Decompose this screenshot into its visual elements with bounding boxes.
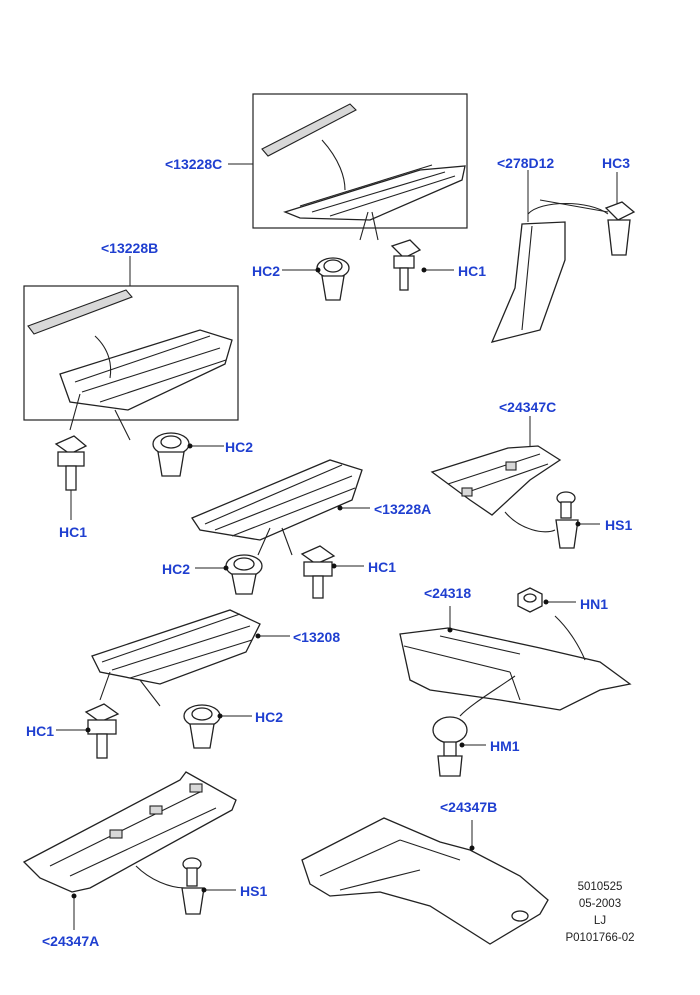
callout-hc1-low: HC1 — [26, 723, 55, 739]
callout-hc1-mid: HC1 — [368, 559, 397, 575]
sill-plate-13208 — [91, 609, 261, 685]
callout-hm1: HM1 — [490, 738, 520, 754]
callout-13228a: <13228A — [374, 501, 432, 517]
callout-24347b: <24347B — [440, 799, 498, 815]
reference-date: 05-2003 — [578, 898, 622, 910]
callout-hc1-left: HC1 — [59, 524, 88, 540]
reference-number: 5010525 — [577, 881, 623, 893]
bracket-24347c — [430, 445, 562, 516]
callout-278d12: <278D12 — [497, 155, 555, 171]
reference-drawing-id: P0101766-02 — [565, 932, 635, 944]
callout-hc2-top: HC2 — [252, 263, 281, 279]
inset-box-13228c — [252, 93, 468, 229]
clip-hc3 — [604, 201, 636, 256]
inset-box-13228b — [23, 285, 239, 421]
clip-hc1-top — [390, 239, 422, 291]
callout-hs1-right: HS1 — [605, 517, 633, 533]
clip-hc2-mid — [225, 554, 263, 595]
clip-hc1-left — [54, 435, 88, 491]
sill-plate-13228c — [261, 103, 466, 221]
callout-hc1-top: HC1 — [458, 263, 487, 279]
callout-hc3: HC3 — [602, 155, 631, 171]
callout-13228b: <13228B — [101, 240, 159, 256]
callout-hc2-left: HC2 — [225, 439, 254, 455]
callout-hc2-mid: HC2 — [162, 561, 191, 577]
clip-hc2-left — [152, 432, 190, 477]
panel-24347b — [301, 817, 549, 945]
callout-hs1-bottom: HS1 — [240, 883, 268, 899]
callout-hc2-low: HC2 — [255, 709, 284, 725]
callout-hn1: HN1 — [580, 596, 609, 612]
callout-24347c: <24347C — [499, 399, 557, 415]
panel-24318 — [399, 615, 632, 711]
screw-hs1-right — [555, 491, 579, 549]
clip-hc1-low — [84, 703, 120, 759]
callout-24318: <24318 — [424, 585, 472, 601]
pillar-trim-278d12 — [490, 199, 609, 343]
clip-hc1-mid — [300, 545, 336, 599]
sill-plate-13228b — [27, 289, 233, 411]
callout-13208: <13208 — [293, 629, 341, 645]
callout-24347a: <24347A — [42, 933, 100, 949]
clip-hc2-low — [183, 704, 221, 749]
sill-plate-13228a — [191, 459, 363, 541]
reference-code: LJ — [593, 915, 607, 927]
callout-13228c: <13228C — [165, 156, 223, 172]
nut-hn1 — [517, 587, 543, 613]
push-pin-hm1 — [432, 716, 468, 777]
clip-hc2-top — [316, 257, 350, 301]
screw-hs1-bottom — [181, 857, 205, 915]
drawing-reference-block: 5010525 05-2003 LJ P0101766-02 — [560, 879, 640, 947]
bracket-24347a — [22, 771, 237, 893]
